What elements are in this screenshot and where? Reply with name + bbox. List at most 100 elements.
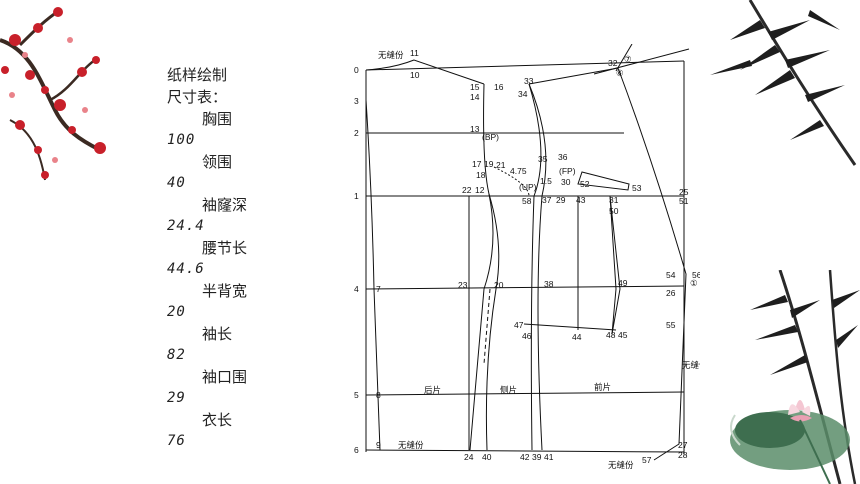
point-55: 55 xyxy=(666,320,676,330)
point-14: 14 xyxy=(470,92,480,102)
point-17: 17 xyxy=(472,159,482,169)
seam-note-bottom: 无缝份 xyxy=(608,460,634,470)
point-7: 7 xyxy=(376,284,381,294)
point-58: 58 xyxy=(522,196,532,206)
seam-note-right: 无缝份 xyxy=(682,360,700,370)
point-37: 37 xyxy=(542,195,552,205)
measure-label-armhole-depth: 袖窿深 xyxy=(202,196,248,214)
point-39: 39 xyxy=(532,452,542,462)
point-22: 22 xyxy=(462,185,472,195)
point-44: 44 xyxy=(572,332,582,342)
measure-label-sleeve-length: 袖长 xyxy=(202,325,233,343)
label-bp: (BP) xyxy=(482,132,499,142)
measure-label-neck: 领围 xyxy=(202,153,233,171)
row-label-3: 3 xyxy=(354,96,359,106)
point-50: 50 xyxy=(609,206,619,216)
point-56: 56 xyxy=(692,270,700,280)
measure-label-half-back-width: 半背宽 xyxy=(202,282,248,300)
point-28: 28 xyxy=(678,450,688,460)
measure-value-neck: 40 xyxy=(167,175,186,191)
point-27: 27 xyxy=(678,440,688,450)
label-back-piece: 后片 xyxy=(424,385,441,395)
point-43: 43 xyxy=(576,195,586,205)
label-front-piece: 前片 xyxy=(594,382,611,392)
dimension-1-5: 1.5 xyxy=(540,176,552,186)
point-30: 30 xyxy=(561,177,571,187)
point-31: 31 xyxy=(609,195,619,205)
measure-value-half-back-width: 20 xyxy=(167,304,186,320)
measure-label-cuff: 袖口围 xyxy=(202,368,248,386)
point-52: 52 xyxy=(580,179,590,189)
label-up: (UP) xyxy=(519,182,537,192)
point-36: 36 xyxy=(558,152,568,162)
measure-label-garment-length: 衣长 xyxy=(202,411,233,429)
point-8: 8 xyxy=(376,390,381,400)
point-57: 57 xyxy=(642,455,652,465)
point-32: 32 xyxy=(608,58,618,68)
measure-value-cuff: 29 xyxy=(167,390,186,406)
point-49: 49 xyxy=(618,278,628,288)
point-20: 20 xyxy=(494,280,504,290)
point-40: 40 xyxy=(482,452,492,462)
point-13: 13 xyxy=(470,124,480,134)
circle-marker-6: ⑥ xyxy=(616,68,624,78)
point-19: 19 xyxy=(484,159,494,169)
circle-marker-1: ① xyxy=(690,278,698,288)
point-12: 12 xyxy=(475,185,485,195)
seam-note-bottom-left: 无缝份 xyxy=(398,440,424,450)
measure-label-chest: 胸围 xyxy=(202,110,233,128)
point-46: 46 xyxy=(522,331,532,341)
row-label-6: 6 xyxy=(354,445,359,455)
pattern-lines xyxy=(365,44,690,461)
point-24: 24 xyxy=(464,452,474,462)
row-labels: 0 3 2 1 4 5 6 xyxy=(354,65,359,455)
row-label-5: 5 xyxy=(354,390,359,400)
measure-value-sleeve-length: 82 xyxy=(167,347,186,363)
point-25: 25 xyxy=(679,187,689,197)
measure-value-garment-length: 76 xyxy=(167,433,186,449)
row-label-4: 4 xyxy=(354,284,359,294)
point-48: 48 xyxy=(606,330,616,340)
point-54: 54 xyxy=(666,270,676,280)
point-23: 23 xyxy=(458,280,468,290)
row-label-2: 2 xyxy=(354,128,359,138)
pattern-draft-diagram: 0 3 2 1 4 5 6 无缝份 无缝份 无缝份 无缝份 后片 侧片 前片 (… xyxy=(354,44,700,470)
point-9: 9 xyxy=(376,440,381,450)
point-16: 16 xyxy=(494,82,504,92)
row-label-1: 1 xyxy=(354,191,359,201)
measure-value-armhole-depth: 24.4 xyxy=(167,218,205,234)
label-side-piece: 侧片 xyxy=(500,385,517,395)
point-33: 33 xyxy=(524,76,534,86)
measure-label-waist-length: 腰节长 xyxy=(202,239,248,257)
point-42: 42 xyxy=(520,452,530,462)
pattern-text-labels: 无缝份 无缝份 无缝份 无缝份 后片 侧片 前片 (BP) (FP) (UP) … xyxy=(378,50,700,470)
point-29: 29 xyxy=(556,195,566,205)
point-45: 45 xyxy=(618,330,628,340)
point-35: 35 xyxy=(538,154,548,164)
size-table-title: 尺寸表： xyxy=(167,88,228,106)
measure-value-chest: 100 xyxy=(167,132,196,148)
row-label-0: 0 xyxy=(354,65,359,75)
point-15: 15 xyxy=(470,82,480,92)
point-18: 18 xyxy=(476,170,486,180)
point-41: 41 xyxy=(544,452,554,462)
point-47: 47 xyxy=(514,320,524,330)
measure-value-waist-length: 44.6 xyxy=(167,261,205,277)
point-34: 34 xyxy=(518,89,528,99)
lotus-decoration xyxy=(730,400,850,484)
circle-marker-7: ⑦ xyxy=(624,54,632,64)
bamboo-decoration-top xyxy=(710,0,857,166)
point-38: 38 xyxy=(544,279,554,289)
point-53: 53 xyxy=(632,183,642,193)
point-21: 21 xyxy=(496,160,506,170)
plum-blossom-decoration xyxy=(0,7,106,181)
point-labels: 11 10 32 15 16 14 33 34 13 35 36 17 19 2… xyxy=(376,48,700,465)
seam-note-top: 无缝份 xyxy=(378,50,404,60)
section-title: 纸样绘制 xyxy=(167,66,228,84)
point-10: 10 xyxy=(410,70,420,80)
dimension-4-75: 4.75 xyxy=(510,166,527,176)
point-51: 51 xyxy=(679,196,689,206)
point-11: 11 xyxy=(410,48,419,58)
measurement-table: 纸样绘制 尺寸表： 胸围 100 领围 40 袖窿深 24.4 腰节长 44.6… xyxy=(167,64,297,452)
point-26: 26 xyxy=(666,288,676,298)
